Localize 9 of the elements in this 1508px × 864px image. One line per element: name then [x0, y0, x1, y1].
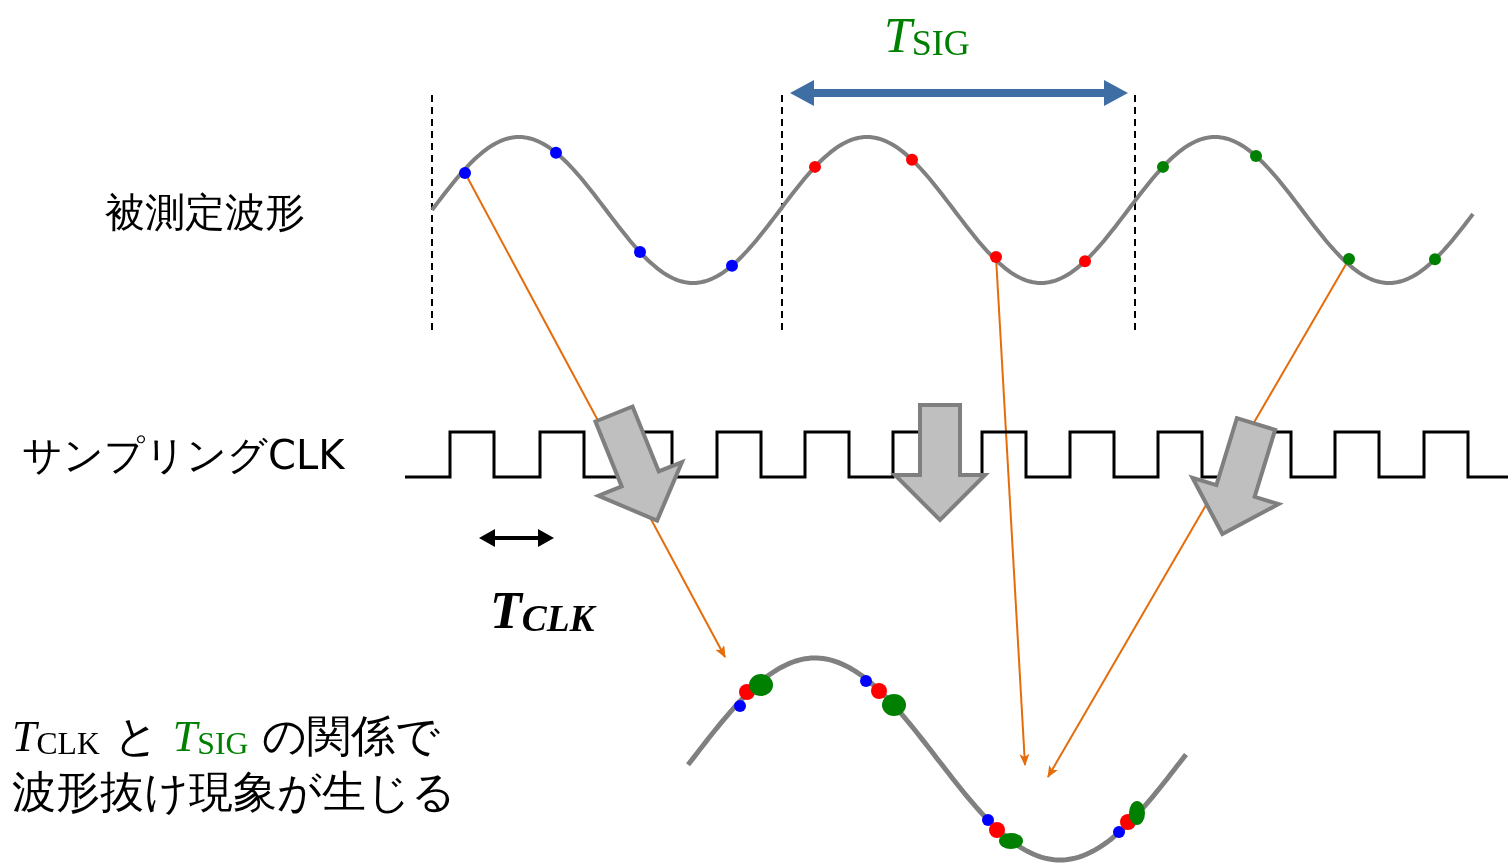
- period-label: T$_{SIG}$: [884, 6, 970, 65]
- period-label: T$_{CLK}$: [490, 581, 595, 641]
- arrow: [1047, 263, 1347, 778]
- arrow: [995, 262, 1030, 766]
- sample-dot: [990, 251, 1002, 263]
- signal-label: サンプリングCLK: [22, 431, 345, 480]
- sample-dot: [1343, 253, 1355, 265]
- sample-dot: [459, 167, 471, 179]
- signal-label: 被測定波形: [105, 188, 305, 236]
